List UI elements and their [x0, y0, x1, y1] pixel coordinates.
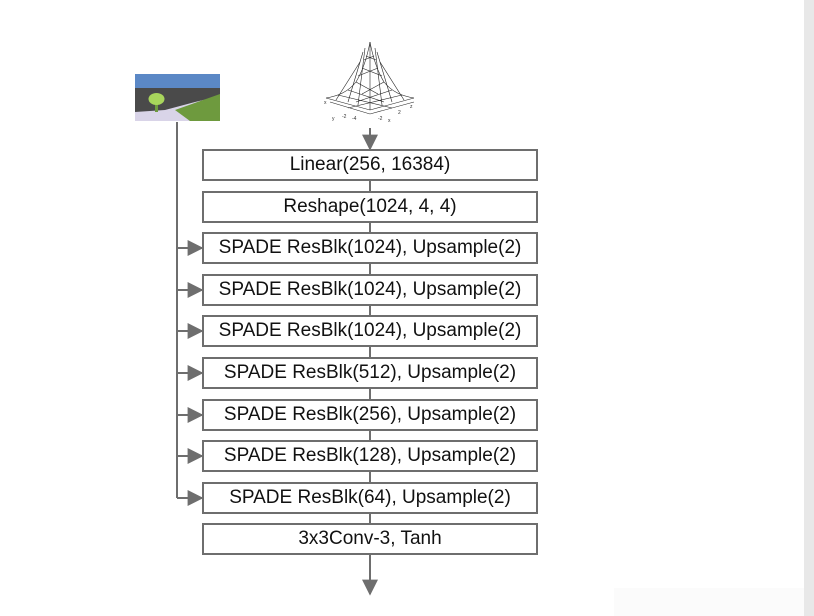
segmentation-map-image [135, 74, 220, 121]
block-spade-1024-a: SPADE ResBlk(1024), Upsample(2) [202, 232, 538, 264]
block-spade-256: SPADE ResBlk(256), Upsample(2) [202, 399, 538, 431]
scrollbar[interactable] [804, 0, 814, 616]
gaussian-noise-plot: x y x z -2 -4 -2 2 [324, 41, 415, 124]
block-reshape: Reshape(1024, 4, 4) [202, 191, 538, 223]
svg-text:-4: -4 [352, 116, 357, 122]
svg-text:-2: -2 [342, 114, 347, 120]
svg-text:-2: -2 [378, 116, 383, 122]
svg-text:2: 2 [398, 110, 401, 116]
block-spade-1024-b: SPADE ResBlk(1024), Upsample(2) [202, 274, 538, 306]
svg-text:z: z [410, 104, 413, 110]
block-spade-64: SPADE ResBlk(64), Upsample(2) [202, 482, 538, 514]
svg-text:x: x [388, 118, 391, 124]
svg-text:y: y [332, 116, 335, 122]
svg-text:x: x [324, 100, 327, 106]
block-conv-out: 3x3Conv-3, Tanh [202, 523, 538, 555]
corner-patch [614, 588, 804, 616]
block-spade-1024-c: SPADE ResBlk(1024), Upsample(2) [202, 315, 538, 347]
block-linear: Linear(256, 16384) [202, 149, 538, 181]
block-spade-128: SPADE ResBlk(128), Upsample(2) [202, 440, 538, 472]
block-spade-512: SPADE ResBlk(512), Upsample(2) [202, 357, 538, 389]
